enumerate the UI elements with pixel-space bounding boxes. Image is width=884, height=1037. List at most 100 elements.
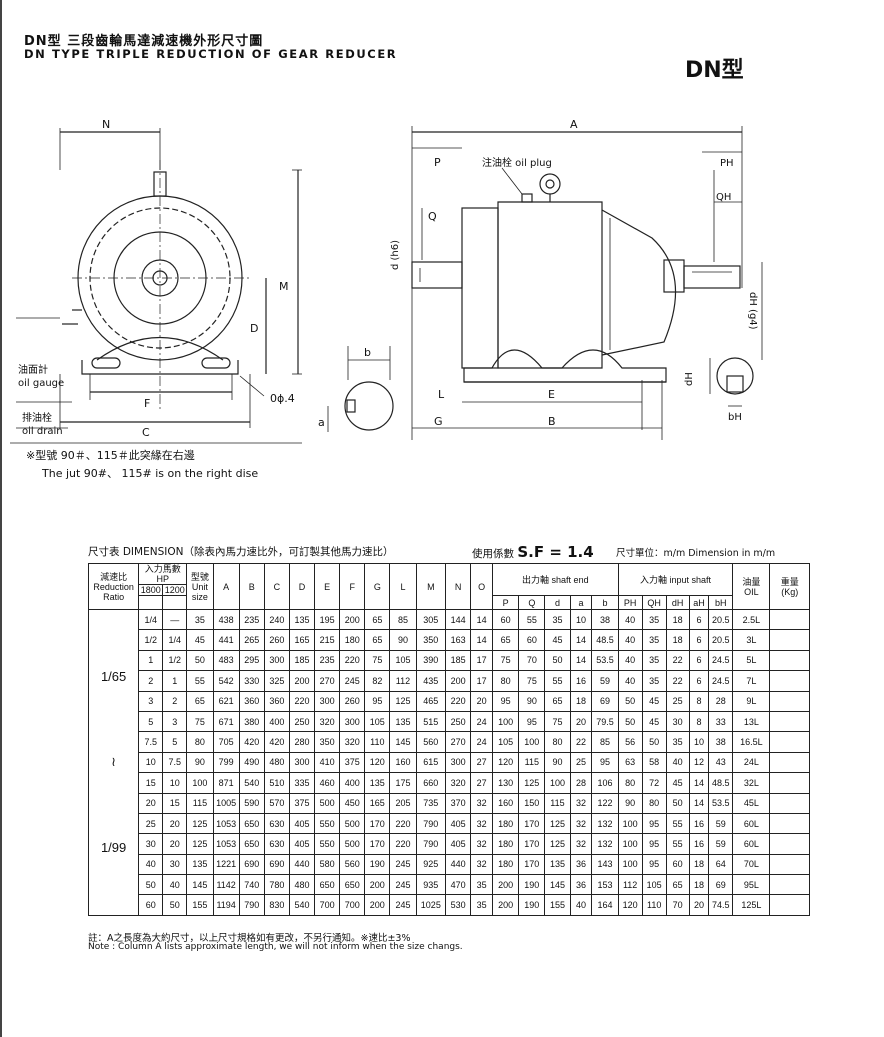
table-cell: 28 xyxy=(569,772,593,794)
table-cell: 650 xyxy=(238,833,265,855)
label-b: B xyxy=(548,415,556,428)
table-cell: 515 xyxy=(415,710,447,733)
table-cell: 170 xyxy=(518,853,546,876)
table-cell: 105 xyxy=(389,649,417,672)
table-cell: 250 xyxy=(445,710,472,733)
table-cell: 375 xyxy=(288,792,316,814)
table-cell: 650 xyxy=(339,874,366,896)
table-cell: 435 xyxy=(415,670,447,692)
table-cell: 24 xyxy=(470,731,494,753)
table-cell: 135 xyxy=(364,772,391,794)
col-b-shaft: b xyxy=(591,595,619,610)
table-cell: 550 xyxy=(314,812,341,835)
table-cell: 45L xyxy=(732,792,771,814)
table-cell: 143 xyxy=(591,853,619,876)
table-cell: 2.5L xyxy=(732,608,771,631)
table-cell: 1025 xyxy=(415,894,447,916)
table-cell: 245 xyxy=(389,894,417,916)
table-cell: 935 xyxy=(415,874,447,896)
table-cell: 132 xyxy=(591,812,619,835)
table-cell: 465 xyxy=(415,690,447,712)
table-cell: 153 xyxy=(591,874,619,896)
col-p: P xyxy=(492,595,520,610)
table-cell: 50 xyxy=(617,690,643,712)
table-cell: 85 xyxy=(591,731,619,753)
table-cell: 250 xyxy=(288,710,316,733)
table-cell: 135 xyxy=(186,853,214,876)
table-cell: 16 xyxy=(688,833,710,855)
table-cell: 40 xyxy=(162,874,188,896)
col-c: C xyxy=(263,563,290,610)
table-cell: 165 xyxy=(364,792,391,814)
table-cell: 13L xyxy=(732,710,771,733)
col-hp-spacer xyxy=(138,595,164,610)
table-cell: 33 xyxy=(708,710,734,733)
table-cell: 90 xyxy=(518,690,546,712)
table-cell: 1221 xyxy=(212,853,240,876)
table-cell: 235 xyxy=(238,608,265,631)
label-q: Q xyxy=(428,210,437,223)
table-cell: 1/2 xyxy=(162,649,188,672)
table-cell: 6 xyxy=(688,670,710,692)
table-cell: 245 xyxy=(389,874,417,896)
col-q: Q xyxy=(518,595,546,610)
table-cell: 32 xyxy=(470,833,494,855)
table-cell xyxy=(769,792,810,814)
table-cell: 480 xyxy=(288,874,316,896)
table-cell: 621 xyxy=(212,690,240,712)
table-cell: 45 xyxy=(665,772,690,794)
col-f: F xyxy=(339,563,366,610)
table-cell xyxy=(769,710,810,733)
table-cell: 80 xyxy=(544,731,571,753)
label-a-dim: A xyxy=(570,118,578,131)
table-cell: 220 xyxy=(339,649,366,672)
table-cell: 180 xyxy=(492,812,520,835)
table-cell: 170 xyxy=(364,833,391,855)
table-cell: 20 xyxy=(688,894,710,916)
table-cell: 350 xyxy=(314,731,341,753)
table-cell: 135 xyxy=(544,853,571,876)
table-cell: 30 xyxy=(138,833,164,855)
table-cell: 106 xyxy=(591,772,619,794)
label-c: C xyxy=(142,426,150,439)
table-cell: 14 xyxy=(688,792,710,814)
table-cell: 22 xyxy=(569,731,593,753)
table-cell: 245 xyxy=(389,853,417,876)
table-cell xyxy=(769,649,810,672)
table-cell: 18 xyxy=(569,690,593,712)
ratio-bottom: 1/99 xyxy=(100,840,127,856)
table-cell: 135 xyxy=(288,608,316,631)
table-cell: 16 xyxy=(688,812,710,835)
table-cell: 8 xyxy=(688,710,710,733)
table-cell: 43 xyxy=(708,751,734,774)
table-cell: 740 xyxy=(238,874,265,896)
table-cell: 59 xyxy=(708,812,734,835)
table-cell: 10 xyxy=(162,772,188,794)
table-cell: 105 xyxy=(641,874,667,896)
table-cell: 20.5 xyxy=(708,608,734,631)
table-cell: 32 xyxy=(569,812,593,835)
table-cell: 1194 xyxy=(212,894,240,916)
table-cell: 195 xyxy=(314,608,341,631)
table-cell: 125L xyxy=(732,894,771,916)
table-cell: 380 xyxy=(238,710,265,733)
table-cell: 690 xyxy=(263,853,290,876)
label-f: F xyxy=(144,397,150,410)
table-cell: 80 xyxy=(492,670,520,692)
table-cell: 125 xyxy=(186,812,214,835)
table-cell: 220 xyxy=(389,833,417,855)
table-cell: 170 xyxy=(364,812,391,835)
table-cell: 85 xyxy=(389,608,417,631)
table-cell: 25 xyxy=(569,751,593,774)
table-cell: 650 xyxy=(314,874,341,896)
table-cell: 410 xyxy=(314,751,341,774)
table-cell: 871 xyxy=(212,772,240,794)
table-cell: 190 xyxy=(518,874,546,896)
note-jut-chinese: ※型號 90＃、115＃此突緣在右邊 xyxy=(26,449,195,462)
table-cell: 175 xyxy=(389,772,417,794)
table-cell: 155 xyxy=(186,894,214,916)
table-cell: 245 xyxy=(339,670,366,692)
